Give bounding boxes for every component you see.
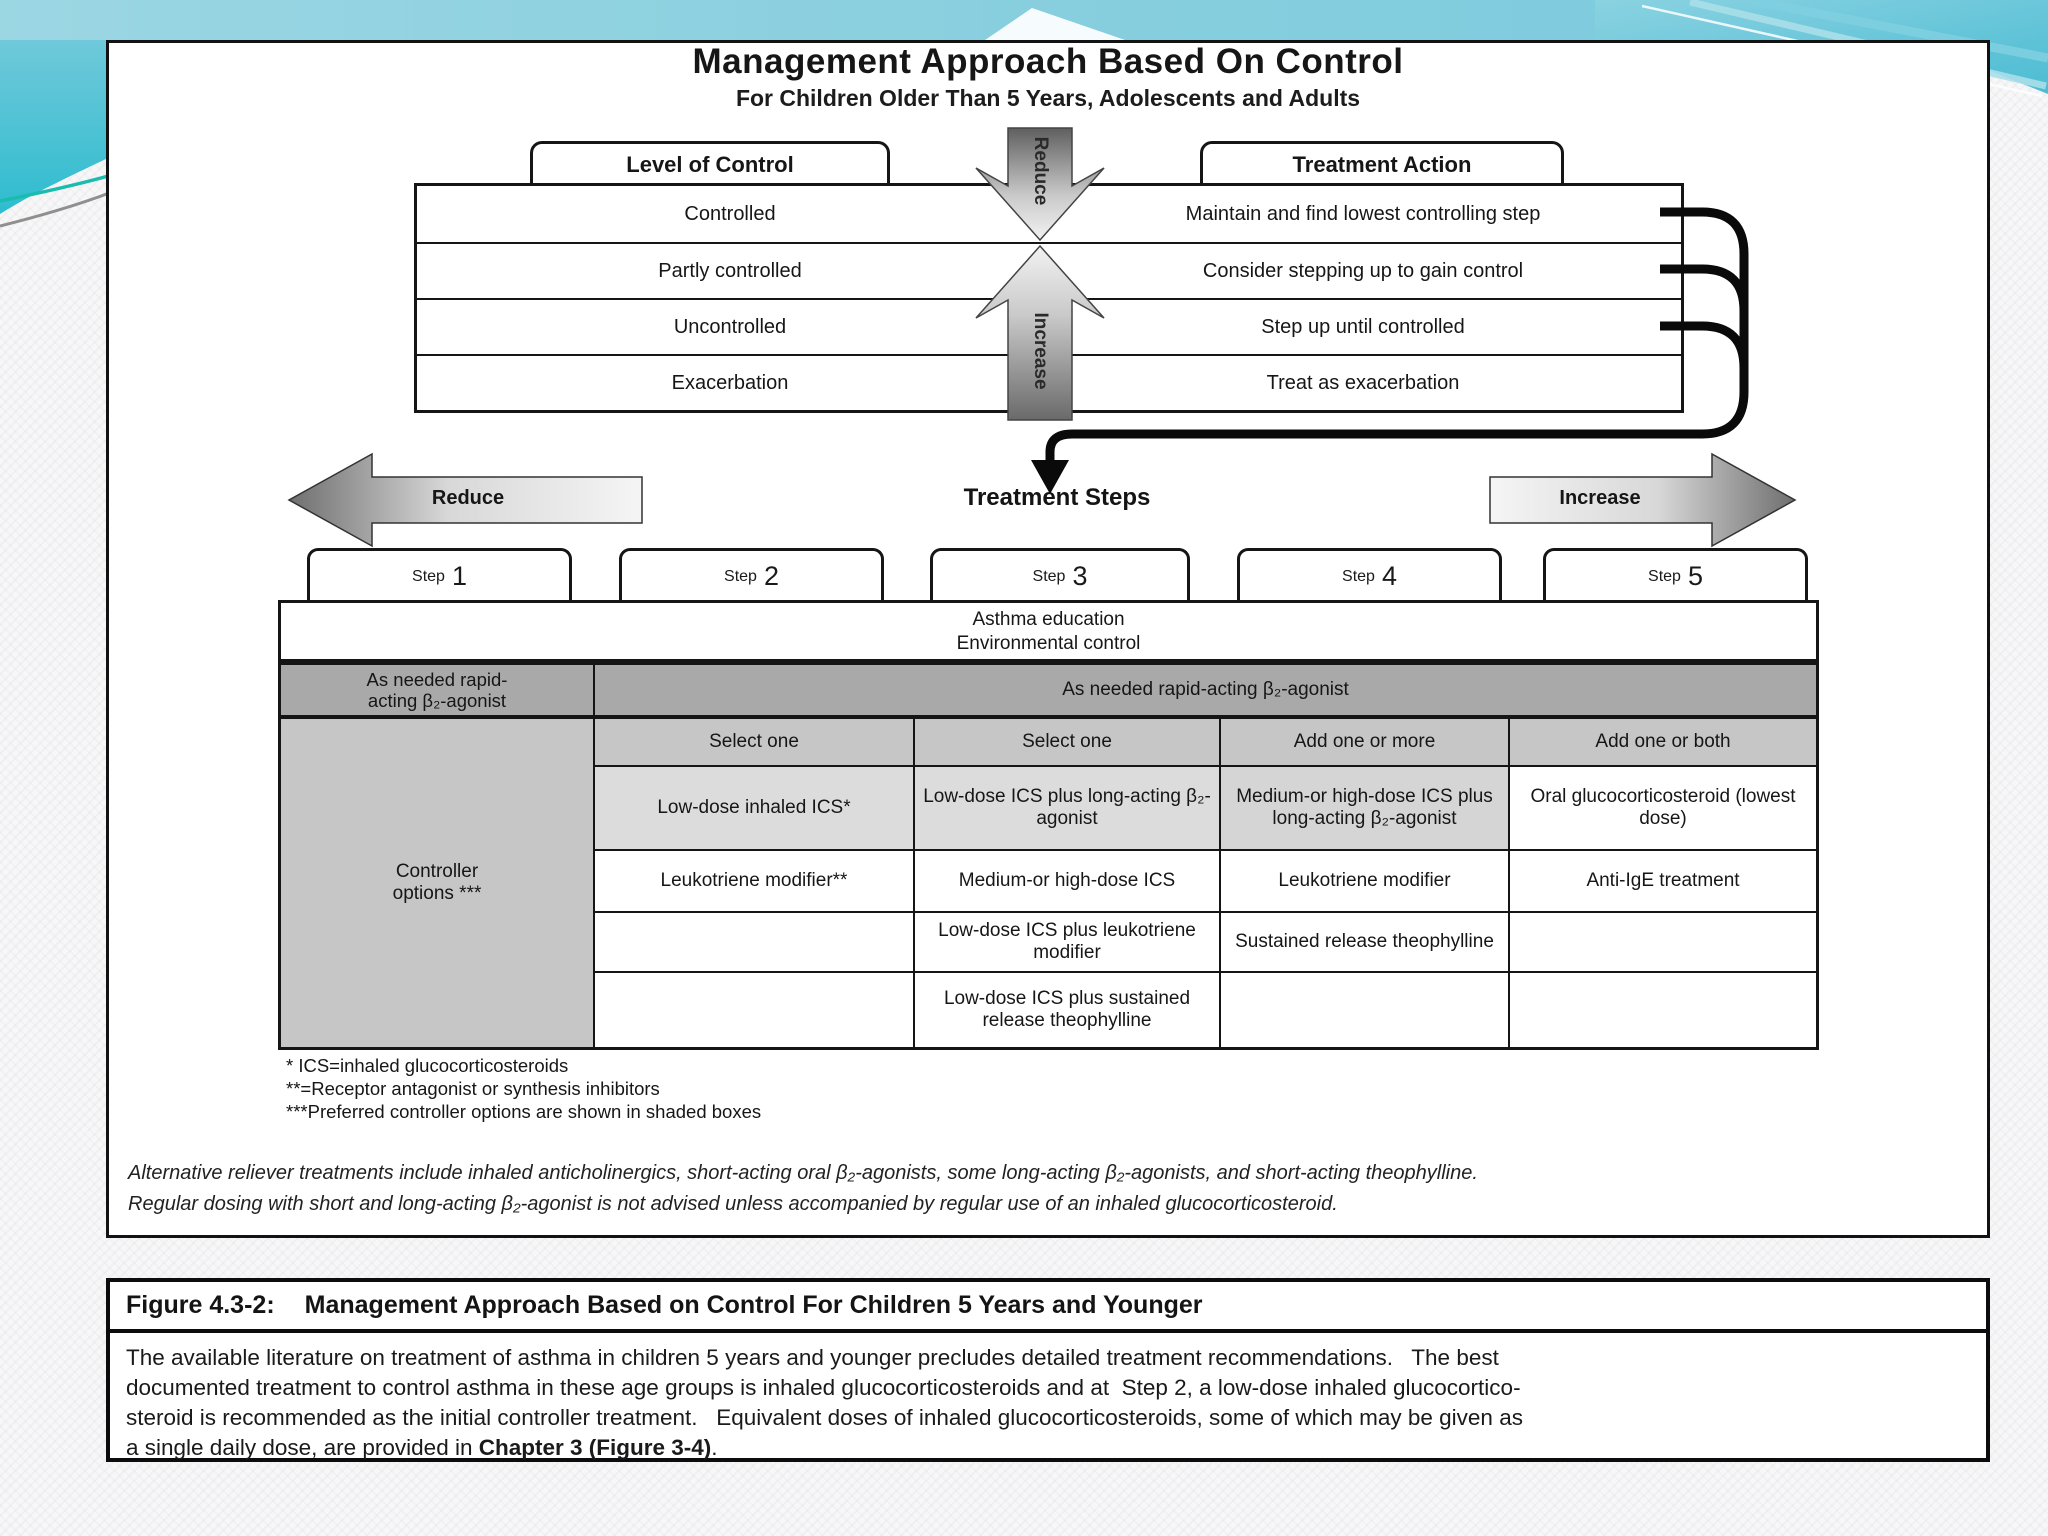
option-cell: Leukotriene modifier** (593, 849, 913, 911)
footnote-preferred: ***Preferred controller options are show… (286, 1101, 762, 1122)
teal-curve-line (0, 173, 113, 203)
reliever-left-cell: As needed rapid-acting β₂-agonist (281, 665, 595, 715)
option-cell: Oral glucocorticosteroid (lowest dose) (1508, 765, 1816, 849)
controller-options-grid: Controller options *** Select one Select… (278, 716, 1819, 1050)
step-1-tab: Step 1 (307, 548, 572, 602)
figure-caption-header: Figure 4.3-2: Management Approach Based … (110, 1282, 1986, 1333)
education-line-1: Asthma education (972, 609, 1125, 630)
step-3-tab: Step 3 (930, 548, 1190, 602)
treatment-action-header: Treatment Action (1200, 141, 1564, 185)
reliever-note-line-2: Regular dosing with short and long-actin… (128, 1193, 1338, 1215)
increase-arrow-label: Increase (1559, 487, 1641, 509)
step-word: Step (1032, 567, 1066, 585)
option-cell-empty (593, 971, 913, 1047)
figure-caption-body: The available literature on treatment of… (110, 1333, 1986, 1463)
step-number: 5 (1687, 561, 1703, 591)
step-word: Step (724, 567, 757, 585)
control-level: Exacerbation (671, 371, 789, 394)
reliever-note: Alternative reliever treatments include … (128, 1158, 1984, 1220)
treatment-action: Treat as exacerbation (1266, 371, 1460, 394)
reliever-band: As needed rapid-acting β₂-agonist As nee… (278, 662, 1819, 718)
top-right-wedge (1595, 0, 2048, 94)
band-white-swoosh (985, 8, 1125, 40)
control-level: Partly controlled (658, 259, 802, 282)
figure-body-last-bold: Chapter 3 (Figure 3-4) (478, 1435, 712, 1460)
control-level: Uncontrolled (673, 315, 787, 338)
option-cell: Low-dose ICS plus sustained release theo… (913, 971, 1219, 1047)
step-word: Step (1648, 567, 1681, 585)
option-cell: Leukotriene modifier (1219, 849, 1508, 911)
reliever-note-line-1: Alternative reliever treatments include … (128, 1162, 1478, 1184)
reliever-main-cell: As needed rapid-acting β₂-agonist (1062, 679, 1349, 700)
step-word: Step (1342, 567, 1375, 585)
figure-body-line: steroid is recommended as the initial co… (126, 1405, 1523, 1430)
control-level: Controlled (684, 202, 776, 225)
figure-body-last-prefix: a single daily dose, are provided in (126, 1435, 479, 1460)
option-cell-empty (1508, 971, 1816, 1047)
footnote-receptor: **=Receptor antagonist or synthesis inhi… (286, 1078, 660, 1099)
treatment-action: Maintain and find lowest controlling ste… (1185, 202, 1541, 225)
figure-body-line: a single daily dose, are provided in Cha… (126, 1433, 1970, 1463)
figure-body-line: documented treatment to control asthma i… (126, 1375, 1521, 1400)
figure-body-line: The available literature on treatment of… (126, 1345, 1499, 1370)
controller-options-label-cell: Controller options *** (281, 719, 593, 1047)
gray-curve-line (0, 190, 113, 228)
column-header: Select one (913, 719, 1219, 765)
column-header: Add one or more (1219, 719, 1508, 765)
treatment-action: Step up until controlled (1261, 315, 1465, 338)
reliever-left-text: As needed rapid-acting β₂-agonist (366, 669, 508, 711)
step-number: 1 (451, 561, 467, 591)
step-word: Step (412, 567, 445, 585)
option-cell-empty (593, 911, 913, 971)
step-number: 3 (1072, 561, 1088, 591)
figure-title: Management Approach Based on Control For… (304, 1291, 1203, 1319)
wedge-stripe-mid (1747, 0, 2048, 63)
step-4-tab: Step 4 (1237, 548, 1502, 602)
option-cell: Low-dose ICS plus long-acting β₂-agonist (913, 765, 1219, 849)
option-cell-empty (1219, 971, 1508, 1047)
controller-options-label: Controller options *** (392, 861, 482, 904)
option-cell: Medium-or high-dose ICS (913, 849, 1219, 911)
option-cell: Low-dose inhaled ICS* (593, 765, 913, 849)
figure-body-last-tail: . (711, 1435, 718, 1460)
top-left-corner-shape (0, 40, 108, 214)
column-header: Select one (593, 719, 913, 765)
figure-caption-box: Figure 4.3-2: Management Approach Based … (106, 1278, 1990, 1462)
footnote-ics: * ICS=inhaled glucocorticosteroids (286, 1055, 569, 1076)
step-number: 4 (1381, 561, 1397, 591)
option-cell: Low-dose ICS plus leukotriene modifier (913, 911, 1219, 971)
reduce-arrow-label: Reduce (431, 487, 505, 509)
page-subtitle: For Children Older Than 5 Years, Adolesc… (735, 85, 1361, 111)
page-title: Management Approach Based On Control (692, 42, 1404, 81)
footnotes: * ICS=inhaled glucocorticosteroids **=Re… (286, 1054, 1186, 1123)
education-line-2: Environmental control (956, 633, 1141, 654)
option-cell: Sustained release theophylline (1219, 911, 1508, 971)
education-band: Asthma education Environmental control (278, 600, 1819, 662)
option-cell: Anti-IgE treatment (1508, 849, 1816, 911)
treatment-steps-title: Treatment Steps (963, 484, 1151, 511)
figure-label: Figure 4.3-2: (126, 1291, 275, 1319)
option-cell-empty (1508, 911, 1816, 971)
step-2-tab: Step 2 (619, 548, 884, 602)
step-number: 2 (763, 561, 779, 591)
step-5-tab: Step 5 (1543, 548, 1808, 602)
option-cell: Medium-or high-dose ICS plus long-acting… (1219, 765, 1508, 849)
reduce-vertical-label: Reduce (1030, 136, 1051, 206)
level-of-control-header: Level of Control (530, 141, 890, 185)
column-header: Add one or both (1508, 719, 1816, 765)
treatment-action: Consider stepping up to gain control (1202, 259, 1524, 282)
increase-vertical-label: Increase (1030, 312, 1051, 390)
